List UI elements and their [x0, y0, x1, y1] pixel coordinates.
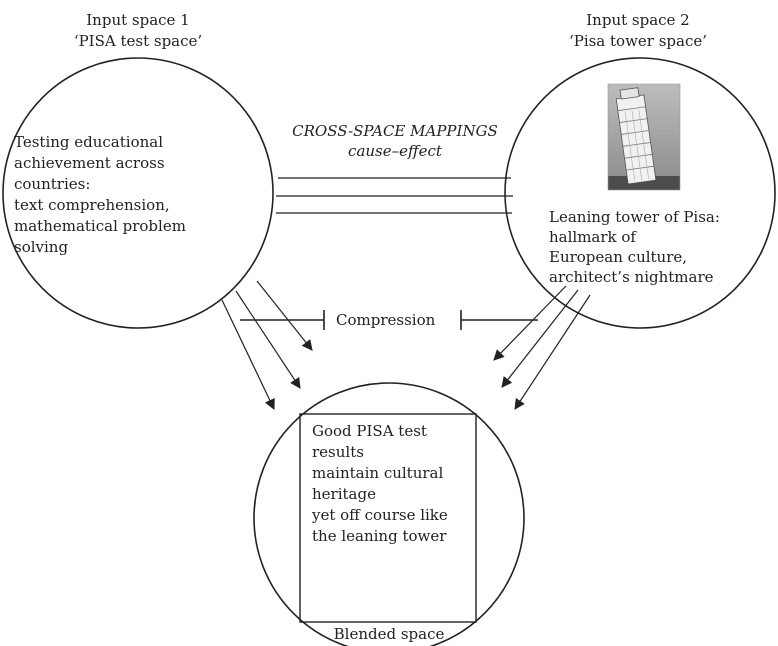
blended-space-circle	[253, 382, 525, 646]
blended-space-label: Blended space	[333, 625, 445, 643]
input-space-2-content: Leaning tower of Pisa: hallmark of Europ…	[549, 208, 720, 286]
arrows-from-input-1	[221, 280, 313, 410]
input-space-1-heading: Input space 1	[86, 11, 190, 29]
input-space-2-subheading: ‘Pisa tower space’	[568, 32, 708, 50]
input-space-1-circle	[2, 57, 274, 329]
arrow-right-1	[493, 285, 567, 361]
cross-space-mapping-lines	[276, 177, 513, 214]
blend-content: Good PISA test results maintain cultural…	[312, 422, 448, 545]
cross-space-mappings-subtitle: cause–effect	[348, 142, 442, 160]
input-space-2-heading: Input space 2	[586, 11, 690, 29]
compression-connector	[240, 310, 538, 330]
blend-content-box	[299, 413, 477, 623]
input-space-1-content: Testing educational achievement across c…	[14, 133, 186, 256]
input-space-2-circle	[504, 57, 776, 329]
cross-space-mappings-title: CROSS-SPACE MAPPINGS	[292, 122, 498, 140]
leaning-tower-photo-icon	[607, 83, 681, 191]
arrow-left-1	[221, 299, 275, 410]
arrows-from-input-2	[493, 285, 591, 410]
arrow-left-2	[235, 290, 301, 389]
compression-label: Compression	[336, 311, 436, 329]
input-space-1-subheading: ‘PISA test space’	[73, 32, 203, 50]
arrow-right-2	[501, 289, 579, 388]
arrow-right-3	[514, 294, 591, 410]
arrow-left-3	[256, 280, 313, 351]
